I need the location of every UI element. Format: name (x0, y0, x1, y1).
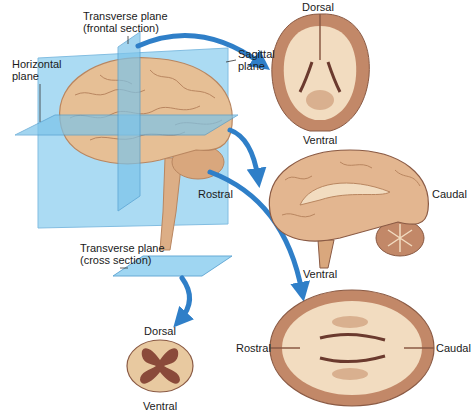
ventricles (320, 334, 385, 361)
spinal-cord-section (127, 340, 193, 392)
leader-line (226, 60, 236, 62)
direction-label: Caudal (432, 188, 474, 200)
direction-label: Ventral (290, 134, 350, 146)
fissure (404, 347, 434, 349)
leader-lines (40, 36, 236, 268)
fissure (270, 347, 300, 349)
cerebrum (60, 58, 233, 164)
gyri-lines (282, 162, 420, 217)
leader-line (40, 84, 41, 122)
plane-label: Horizontal plane (12, 58, 74, 82)
basal-ganglia (332, 316, 368, 328)
plane-label: Transverse plane (frontal section) (83, 10, 179, 34)
horizontal-section (270, 290, 434, 406)
direction-label: Rostral (198, 188, 248, 200)
brainstem (318, 240, 334, 268)
leader-line (128, 36, 129, 44)
thalamus (306, 90, 334, 110)
plane-label: Sagittal plane (238, 48, 290, 72)
view-arrow (230, 130, 258, 178)
direction-label: Ventral (130, 400, 190, 412)
sagittal-section (269, 150, 428, 268)
direction-label: Dorsal (130, 325, 190, 337)
direction-label: Dorsal (288, 1, 348, 13)
leader-line (120, 268, 128, 269)
direction-label: Ventral (290, 268, 350, 280)
arbor-vitae (388, 224, 412, 252)
view-arrow (180, 278, 190, 320)
coronal-section (272, 14, 370, 131)
hemisphere (269, 150, 428, 241)
cortex (270, 290, 434, 406)
midline (319, 14, 321, 60)
basal-ganglia (332, 368, 368, 380)
corpus-callosum (300, 183, 390, 205)
direction-label: Rostral (236, 342, 286, 354)
white-matter (127, 340, 193, 392)
frontal-plane (118, 32, 140, 211)
gray-matter (140, 348, 180, 384)
cortex (272, 14, 370, 131)
brain-lateral (60, 58, 233, 250)
ventricles (300, 62, 340, 92)
plane-label: Transverse plane (cross section) (80, 242, 176, 266)
white-matter (282, 301, 422, 395)
direction-label: Caudal (436, 342, 474, 354)
